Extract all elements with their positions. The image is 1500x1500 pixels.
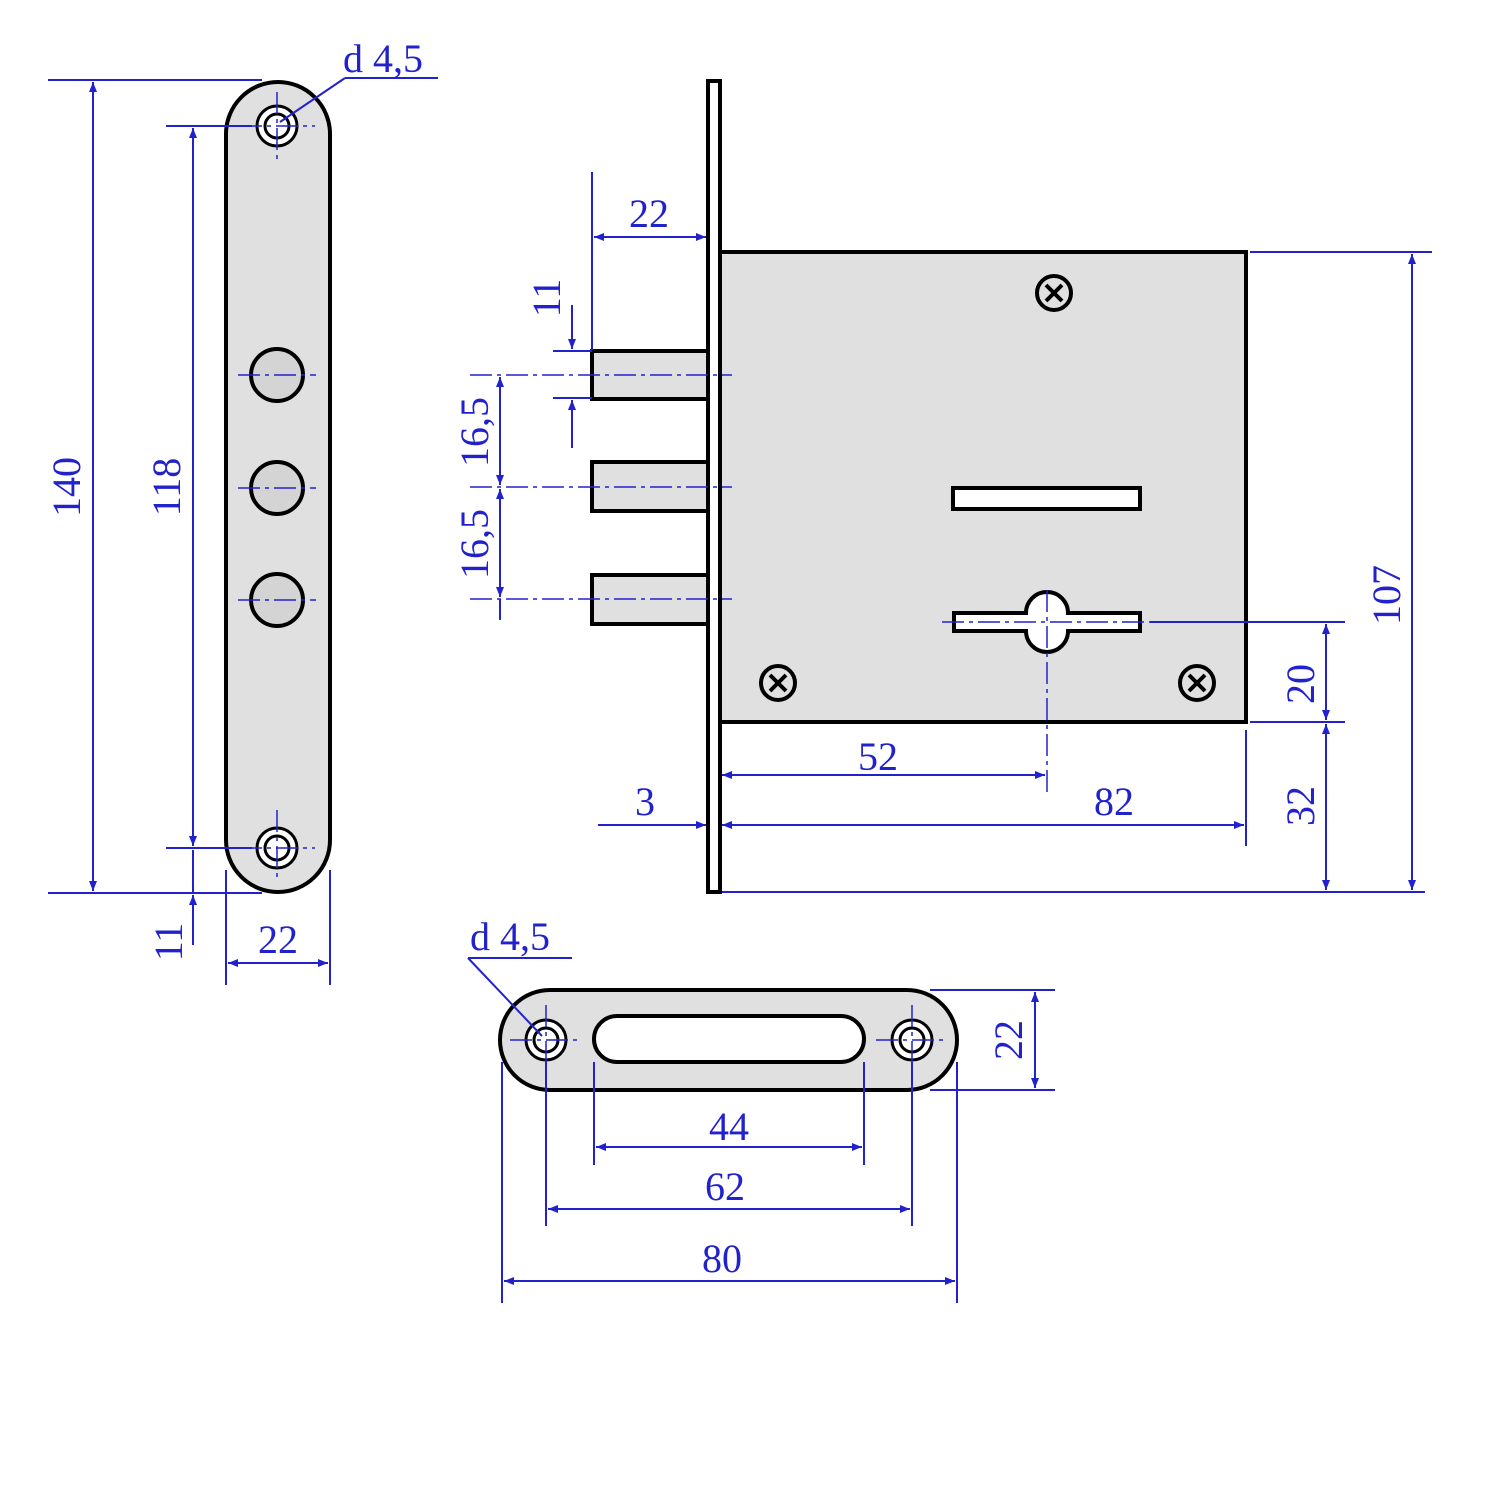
dim-hole-diameter-top: d 4,5 <box>343 36 423 81</box>
dim-keyhole-backset: 52 <box>858 734 898 779</box>
dim-keyhole-offset: 20 <box>1278 664 1323 704</box>
dim-faceplate-thickness: 3 <box>635 779 655 824</box>
screw-icon <box>759 664 797 702</box>
dim-body-depth: 82 <box>1094 779 1134 824</box>
dim-bolt-pitch-upper: 16,5 <box>452 397 497 467</box>
latch-slot <box>951 486 1142 511</box>
dim-slot-length: 44 <box>709 1104 749 1149</box>
striker-slot <box>592 1014 866 1064</box>
dim-keyhole-to-bottom: 32 <box>1278 786 1323 826</box>
screw-icon <box>1178 664 1216 702</box>
dim-striker-length: 80 <box>702 1236 742 1281</box>
dim-striker-hole-spacing: 62 <box>705 1164 745 1209</box>
dim-hole-diameter-bottom: d 4,5 <box>470 914 550 959</box>
dim-striker-height: 22 <box>986 1020 1031 1060</box>
lock-body-view: 22 11 16,5 16,5 107 20 32 52 82 <box>452 79 1432 894</box>
dim-strip-length: 140 <box>44 457 89 517</box>
dim-bolt-projection: 22 <box>629 191 669 236</box>
dim-body-height: 107 <box>1364 565 1409 625</box>
lock-case <box>718 250 1248 724</box>
dim-strip-edge-offset: 11 <box>146 923 191 962</box>
dim-strip-hole-spacing: 118 <box>144 458 189 517</box>
striker-plate-view: d 4,5 22 44 62 80 <box>467 914 1055 1303</box>
faceplate-strip-view: 140 118 11 22 d 4,5 <box>44 36 438 985</box>
screw-icon <box>1035 274 1073 312</box>
dim-strip-width: 22 <box>258 917 298 962</box>
dim-bolt-pitch-lower: 16,5 <box>452 509 497 579</box>
dim-bolt-thickness: 11 <box>524 279 569 318</box>
keyhole <box>952 590 1142 654</box>
